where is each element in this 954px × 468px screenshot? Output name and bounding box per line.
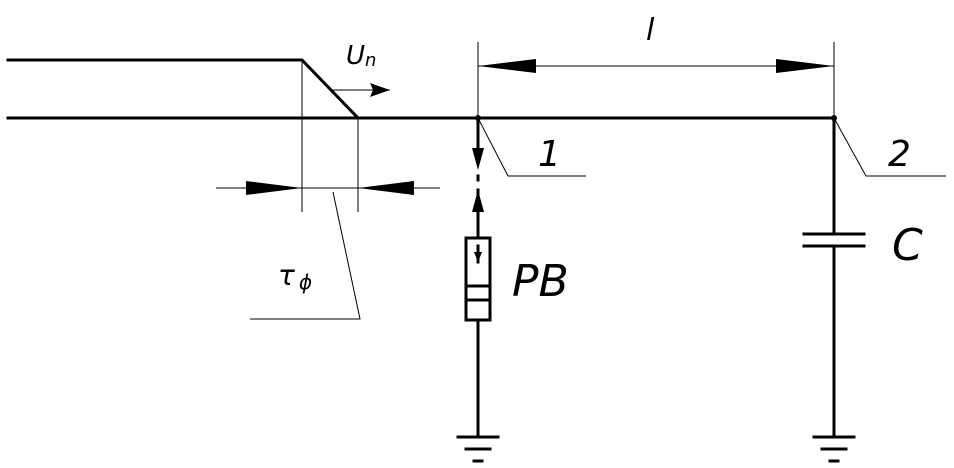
wave-velocity-arrow <box>332 83 390 97</box>
wave-velocity-label: Un <box>346 41 376 71</box>
length-label: l <box>646 13 655 48</box>
node-1-leader <box>477 117 586 177</box>
node-2-label: 2 <box>888 134 911 175</box>
arrester-symbol <box>464 236 492 322</box>
length-dimension <box>477 42 835 118</box>
ground-icon <box>812 435 856 463</box>
capacitor-symbol <box>802 232 866 248</box>
ground-icon <box>456 435 500 463</box>
node-1-label: 1 <box>538 134 561 175</box>
node-2-leader <box>833 117 946 177</box>
arrester-label: PB <box>512 256 569 307</box>
surge-wave <box>6 58 361 121</box>
capacitor-label: C <box>892 220 923 271</box>
front-duration-dimension <box>216 60 440 320</box>
arrester-branch <box>472 116 484 240</box>
